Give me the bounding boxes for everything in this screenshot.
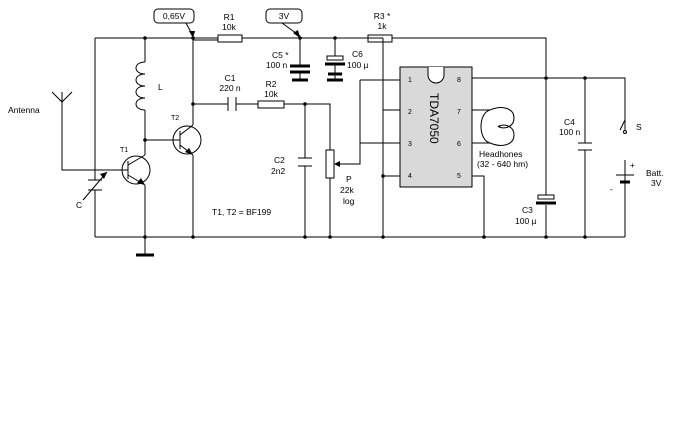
junction-dot [303,102,307,106]
capacitor-c1: C1 220 n [219,73,241,111]
voltage-badge-065: 0,65V [153,8,195,38]
top-rail-wire [95,37,547,76]
c5-value: 100 n [266,60,288,70]
c3-value: 100 µ [515,216,537,226]
inductor-l: L [135,61,163,111]
junction-dot [143,138,147,142]
capacitor-c4: C4 100 n [559,117,592,151]
ic-pin-2: 2 [408,109,412,116]
junction-dot [482,235,486,239]
voltage-badge-3v: 3V [265,8,303,38]
ic-pin-5: 5 [457,173,461,180]
resistor-r2: R2 10k [257,79,285,109]
c4-name: C4 [564,117,575,127]
junction-dot [381,235,385,239]
voltage-label-065: 0,65V [163,11,186,21]
junction-dot [191,235,195,239]
capacitor-c3: C3 100 µ [515,194,556,226]
battery-minus: - [610,184,613,194]
ic-pin-8: 8 [457,77,461,84]
t2-name: T2 [171,115,179,122]
t1-name: T1 [120,147,128,154]
transistor-t2: T2 [171,115,202,156]
resistor-r1: R1 10k [217,12,243,43]
c-name: C [76,200,82,210]
pin1-wire [359,79,400,143]
battery-plus: + [630,160,635,170]
p-value: 22k [340,185,354,195]
p-taper: log [343,196,355,206]
junction-dot [143,235,147,239]
headphones-impedance: (32 - 640 hm) [477,159,528,169]
junction-dot [191,102,195,106]
capacitor-c5: C5 * 100 n [266,50,310,80]
junction-dot [583,235,587,239]
potentiometer-p: P 22k log [325,149,355,206]
junction-dot [328,235,332,239]
r2-value: 10k [264,89,278,99]
r1-name: R1 [224,12,235,22]
headphones-label: Headhones [479,149,522,159]
r1-value: 10k [222,22,236,32]
c2-value: 2n2 [271,166,285,176]
c4-value: 100 n [559,127,581,137]
variable-capacitor-c: C [76,171,108,210]
c3-name: C3 [522,205,533,215]
antenna-icon: Antenna [8,91,73,115]
antenna-label: Antenna [8,105,40,115]
pin4-pin5-wire [383,175,485,237]
ground-icon [327,74,343,82]
junction-dot [333,36,337,40]
transistor-type-note: T1, T2 = BF199 [212,207,271,217]
c1-r2-wire [193,103,331,150]
junction-dot [303,235,307,239]
ic-tda7050: TDA7050 1 2 3 4 5 6 7 8 [399,66,473,188]
ic-pin-7: 7 [457,109,461,116]
battery-name: Batt. [646,168,663,178]
wires [61,37,626,255]
r3-value: 1k [378,21,388,31]
headphones-wire [472,109,490,144]
c1-name: C1 [225,73,236,83]
battery-icon: + - Batt. 3V [610,160,663,194]
s-name: S [636,122,642,132]
ic-name: TDA7050 [427,93,441,144]
p-name: P [346,174,352,184]
junction-dot [544,235,548,239]
junction-dot [583,76,587,80]
capacitor-c2: C2 2n2 [271,155,312,176]
ic-pin-6: 6 [457,141,461,148]
c2-name: C2 [274,155,285,165]
c5-c6-wire [299,38,336,66]
wiper-wire [338,142,400,165]
c6-value: 100 µ [347,60,369,70]
junction-dot [544,76,548,80]
ic-pin-1: 1 [408,77,412,84]
ic-pin-4: 4 [408,173,412,180]
junction-dot [381,174,385,178]
switch-s: S [619,110,642,134]
antenna-wire [61,92,108,171]
junction-dot [143,36,147,40]
headphones-icon: Headhones (32 - 640 hm) [477,107,528,169]
resistor-r3: R3 * 1k [367,11,393,43]
r3-name: R3 * [374,11,391,21]
ic-pin-3: 3 [408,141,412,148]
voltage-label-3v: 3V [279,11,290,21]
r2-name: R2 [266,79,277,89]
l-name: L [158,82,163,92]
c6-name: C6 [352,49,363,59]
capacitor-c6: C6 100 µ [325,49,369,76]
c5-name: C5 * [272,50,289,60]
battery-voltage: 3V [651,178,662,188]
transistor-t1: T1 [108,147,151,186]
c1-value: 220 n [219,83,241,93]
